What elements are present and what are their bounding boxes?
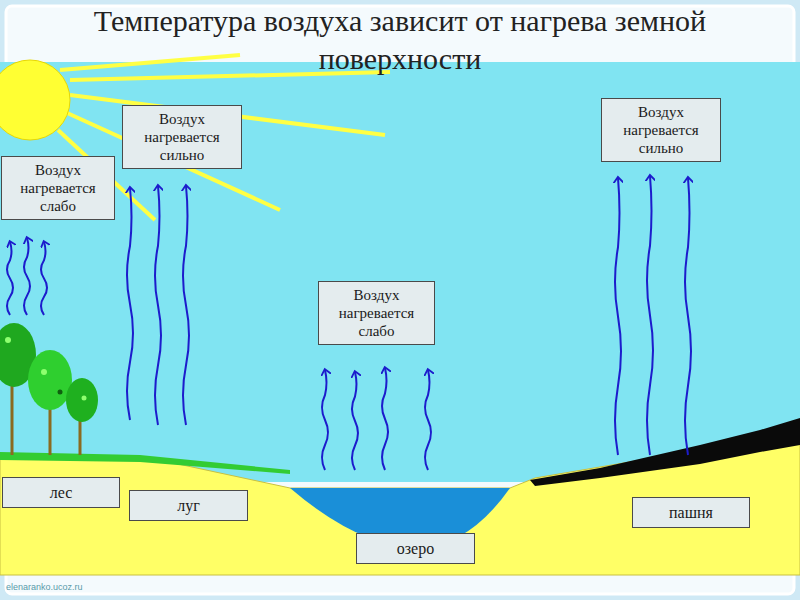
ground bbox=[0, 420, 800, 575]
watermark: elenaranko.ucoz.ru bbox=[6, 582, 83, 592]
heat-arrow bbox=[41, 242, 47, 315]
plowed-soil bbox=[530, 418, 800, 486]
heat-arrow bbox=[382, 368, 388, 470]
box-text: озеро bbox=[361, 539, 470, 558]
sky bbox=[0, 62, 800, 482]
heat-arrow bbox=[322, 370, 328, 470]
heat-arrow bbox=[155, 186, 161, 425]
heat-arrow bbox=[685, 178, 691, 455]
box-text: Воздух нагревается слабо bbox=[6, 161, 110, 215]
heat-arrow bbox=[24, 238, 30, 315]
heat-arrow bbox=[127, 188, 133, 420]
air-heating-box: Воздух нагревается сильно bbox=[122, 105, 242, 169]
surface-label-box: луг bbox=[129, 490, 248, 521]
box-text: пашня bbox=[637, 503, 745, 522]
box-text: Воздух нагревается сильно bbox=[606, 103, 716, 157]
heat-arrow bbox=[183, 186, 189, 425]
heat-arrow bbox=[352, 372, 358, 470]
surface-label-box: пашня bbox=[632, 497, 750, 528]
air-heating-box: Воздух нагревается слабо bbox=[1, 156, 115, 220]
box-text: луг bbox=[134, 496, 243, 515]
heat-arrow bbox=[615, 178, 621, 455]
surface-label-box: лес bbox=[2, 477, 120, 508]
heat-arrow bbox=[425, 370, 431, 470]
box-text: Воздух нагревается слабо bbox=[323, 286, 430, 340]
title: Температура воздуха зависит от нагрева з… bbox=[90, 2, 710, 78]
air-heating-box: Воздух нагревается сильно bbox=[601, 98, 721, 162]
grass bbox=[0, 452, 290, 474]
box-text: лес bbox=[7, 483, 115, 502]
box-text: Воздух нагревается сильно bbox=[127, 110, 237, 164]
heat-arrow bbox=[7, 242, 13, 315]
air-heating-box: Воздух нагревается слабо bbox=[318, 281, 435, 345]
sun bbox=[0, 60, 70, 140]
surface-label-box: озеро bbox=[356, 533, 475, 564]
trees bbox=[0, 323, 98, 455]
heat-arrow bbox=[647, 176, 653, 455]
heat-arrows bbox=[7, 176, 691, 470]
